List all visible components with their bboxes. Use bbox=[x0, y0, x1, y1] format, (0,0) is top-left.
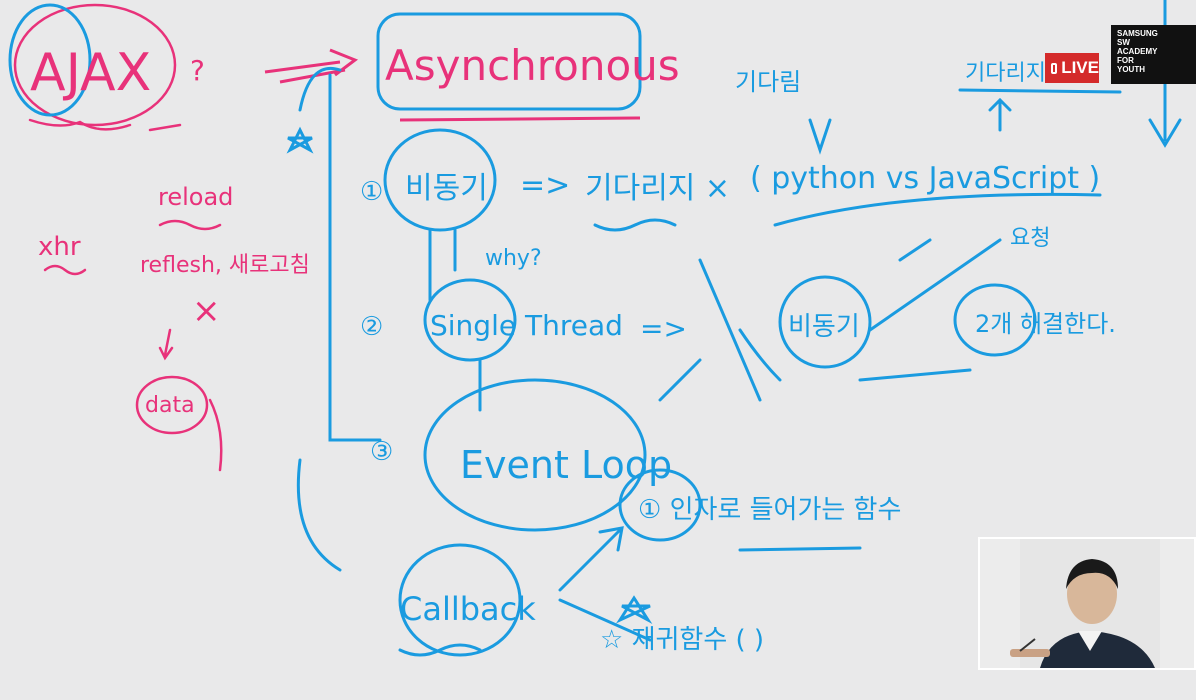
refresh-cross: × bbox=[192, 291, 221, 331]
refresh-text: reflesh, 새로고침 bbox=[140, 253, 310, 278]
presenter-webcam bbox=[978, 537, 1196, 670]
two-resolve-text: 2개 해결한다. bbox=[975, 310, 1116, 338]
event-loop-circle bbox=[423, 378, 647, 532]
step-2-marker: ② bbox=[360, 312, 383, 342]
async-kr: 비동기 bbox=[405, 171, 488, 206]
step-3-marker: ③ bbox=[370, 437, 393, 467]
single-thread-text: Single Thread bbox=[430, 309, 623, 342]
logo-line: FOR bbox=[1117, 56, 1134, 65]
logo-line: YOUTH bbox=[1117, 65, 1145, 74]
reload-text: reload bbox=[158, 183, 233, 211]
logo-line: SW bbox=[1117, 38, 1130, 47]
async-circle-1 bbox=[383, 128, 497, 232]
live-icon bbox=[1051, 62, 1058, 74]
logo-line: ACADEMY bbox=[1117, 47, 1158, 56]
caller-function-text: ☆ 재귀함수 ( ) bbox=[600, 625, 764, 655]
callback-text: Callback bbox=[400, 590, 536, 628]
samsung-academy-logo: SAMSUNG SW ACADEMY FOR YOUTH bbox=[1111, 25, 1196, 84]
event-loop-text: Event Loop bbox=[460, 443, 672, 487]
python-vs-js: ( python vs JavaScript ) bbox=[750, 161, 1100, 196]
live-badge: LIVE bbox=[1045, 53, 1099, 83]
xhr-text: xhr bbox=[38, 232, 81, 262]
inner-function-text: ① 인자로 들어가는 함수 bbox=[638, 495, 901, 525]
data-circle bbox=[135, 375, 209, 435]
logo-line: SAMSUNG bbox=[1117, 29, 1158, 38]
arrow-1: => bbox=[520, 168, 570, 203]
wait-no-text: 기다리지 × bbox=[585, 171, 730, 206]
ajax-circle bbox=[13, 3, 177, 127]
why-text: why? bbox=[485, 246, 542, 271]
step-1-marker: ① bbox=[360, 177, 383, 207]
ajax-text: AJAX bbox=[30, 43, 151, 103]
data-text: data bbox=[145, 393, 195, 418]
async-circle-2 bbox=[778, 275, 872, 369]
arrow-2: => bbox=[640, 312, 687, 345]
wait-top-text: 기다림 bbox=[735, 68, 801, 96]
presenter-image bbox=[980, 539, 1194, 668]
async-box bbox=[376, 12, 642, 111]
request-text: 요청 bbox=[1010, 226, 1050, 251]
async-kr-2: 비동기 bbox=[788, 312, 860, 342]
ajax-question: ? bbox=[190, 54, 205, 87]
callback-circle bbox=[398, 543, 522, 657]
wait-top2-text: 기다리지 bbox=[965, 61, 1046, 86]
live-label: LIVE bbox=[1061, 58, 1099, 77]
async-title: Asynchronous bbox=[385, 41, 680, 90]
